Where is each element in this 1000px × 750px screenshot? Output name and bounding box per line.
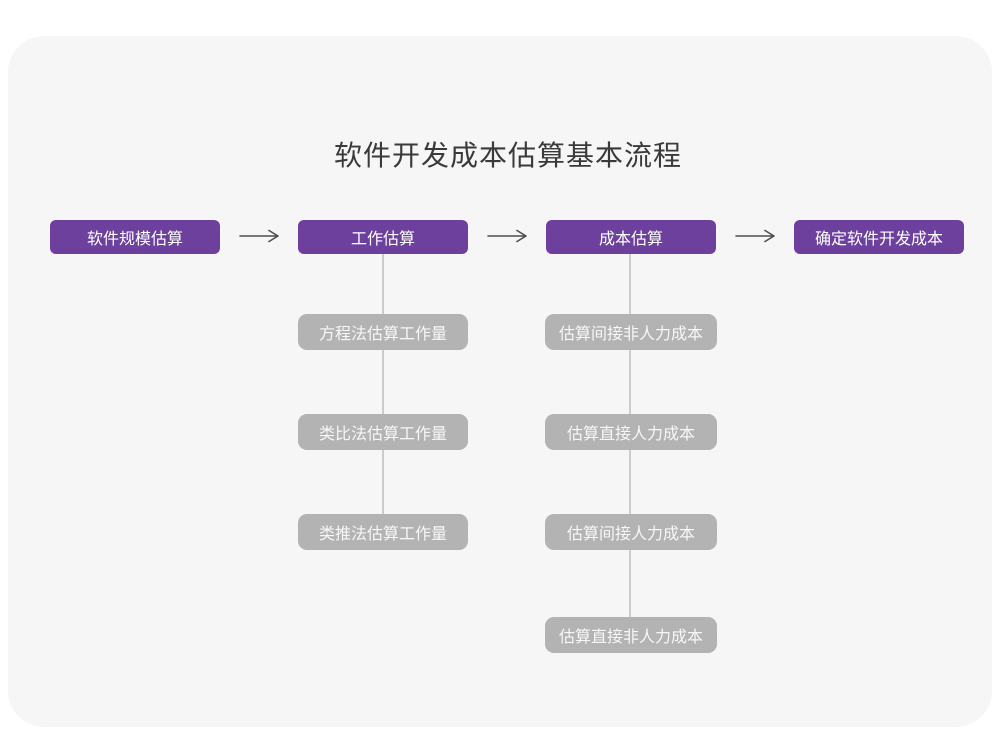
flow-node-work-estimation[interactable]: 工作估算 — [298, 220, 468, 254]
flow-node-software-scale-estimation[interactable]: 软件规模估算 — [50, 220, 220, 254]
diagram-title: 软件开发成本估算基本流程 — [333, 140, 682, 171]
flow-arrow-icon — [735, 229, 775, 243]
sub-node-indirect-labor-cost[interactable]: 估算间接人力成本 — [545, 514, 717, 550]
sub-node-indirect-non-labor-cost[interactable]: 估算间接非人力成本 — [545, 314, 717, 350]
flow-arrow-icon — [487, 229, 527, 243]
sub-node-analogy-method[interactable]: 类比法估算工作量 — [298, 414, 468, 450]
sub-node-direct-labor-cost[interactable]: 估算直接人力成本 — [545, 414, 717, 450]
flow-arrow-icon — [239, 229, 279, 243]
sub-node-equation-method[interactable]: 方程法估算工作量 — [298, 314, 468, 350]
sub-node-extrapolation-method[interactable]: 类推法估算工作量 — [298, 514, 468, 550]
flowchart-card: 软件开发成本估算基本流程 软件规模估算 工作估算 成本估算 确定软件开发成本 方… — [8, 36, 992, 727]
connector-line-work-column — [382, 254, 384, 532]
flow-node-cost-estimation[interactable]: 成本估算 — [546, 220, 716, 254]
flow-node-determine-development-cost[interactable]: 确定软件开发成本 — [794, 220, 964, 254]
sub-node-direct-non-labor-cost[interactable]: 估算直接非人力成本 — [545, 617, 717, 653]
